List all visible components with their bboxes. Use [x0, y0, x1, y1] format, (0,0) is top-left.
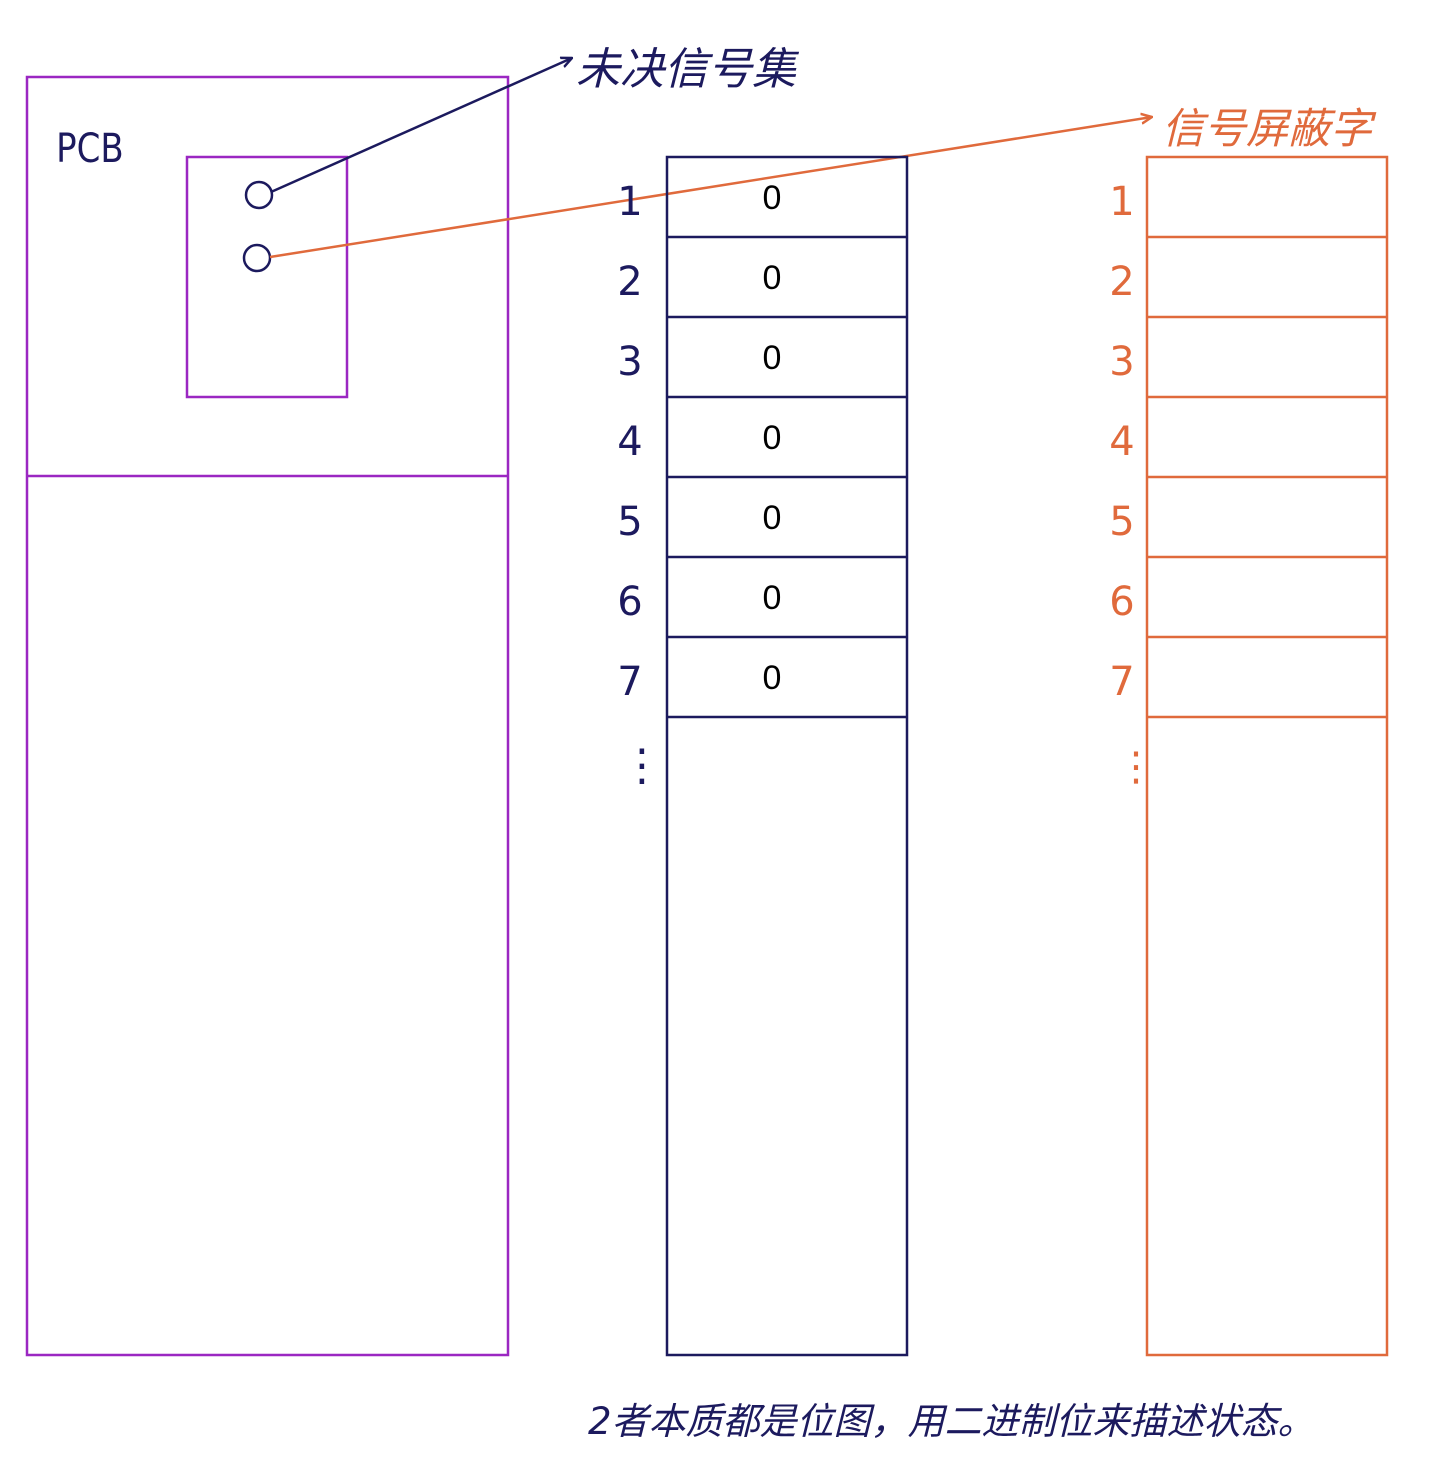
pending-row-number: 6	[617, 579, 642, 625]
mask-row-dividers	[1147, 235, 1387, 719]
pending-bit-value: 0	[763, 259, 782, 297]
pending-bit-value: 0	[763, 179, 782, 217]
mask-row-number: 6	[1109, 579, 1134, 625]
pending-bit-value: 0	[763, 659, 782, 697]
mask-row-number: 2	[1109, 259, 1134, 305]
pending-bit-value: 0	[763, 419, 782, 457]
pending-arrow	[270, 58, 572, 194]
pcb-block: PCB	[25, 75, 510, 1357]
pending-set-title: 未决信号集	[576, 44, 800, 95]
pending-set-bitmap: 1 2 3 4 5 6 7 0 0 0 0 0 0 0 ⋮	[617, 155, 909, 1357]
mask-pointer-circle	[242, 243, 272, 273]
pending-bit-value: 0	[763, 339, 782, 377]
signal-mask-title: 信号屏蔽字	[1162, 104, 1377, 153]
mask-row-numbers: 1 2 3 4 5 6 7	[1109, 179, 1134, 705]
signal-mask-box	[1145, 155, 1389, 1357]
footnote: 2者本质都是位图，用二进制位来描述状态。	[588, 1400, 1315, 1443]
mask-ellipsis: ⋮	[1116, 744, 1156, 790]
pcb-label: PCB	[56, 125, 124, 171]
signal-mask-bitmap: 1 2 3 4 5 6 7 ⋮	[1109, 155, 1389, 1357]
pending-pointer-circle	[244, 180, 274, 210]
mask-row-number: 1	[1109, 179, 1134, 225]
mask-row-number: 5	[1109, 499, 1134, 545]
pending-set-box	[665, 155, 909, 1357]
pcb-outer-box	[25, 75, 510, 1357]
pending-bit-value: 0	[763, 579, 782, 617]
pcb-signal-fields-box	[185, 155, 349, 399]
pending-bit-value: 0	[763, 499, 782, 537]
pending-row-number: 4	[617, 419, 642, 465]
mask-arrow	[269, 117, 1152, 259]
pending-bit-values: 0 0 0 0 0 0 0	[763, 179, 782, 697]
pending-ellipsis: ⋮	[620, 740, 664, 791]
pending-row-number: 2	[617, 259, 642, 305]
pending-row-number: 7	[617, 659, 642, 705]
mask-row-number: 3	[1109, 339, 1134, 385]
pending-row-number: 1	[617, 179, 642, 225]
pending-row-dividers	[667, 235, 907, 719]
pending-row-number: 5	[617, 499, 642, 545]
pending-row-number: 3	[617, 339, 642, 385]
mask-row-number: 4	[1109, 419, 1134, 465]
mask-row-number: 7	[1109, 659, 1134, 705]
pending-row-numbers: 1 2 3 4 5 6 7	[617, 179, 642, 705]
